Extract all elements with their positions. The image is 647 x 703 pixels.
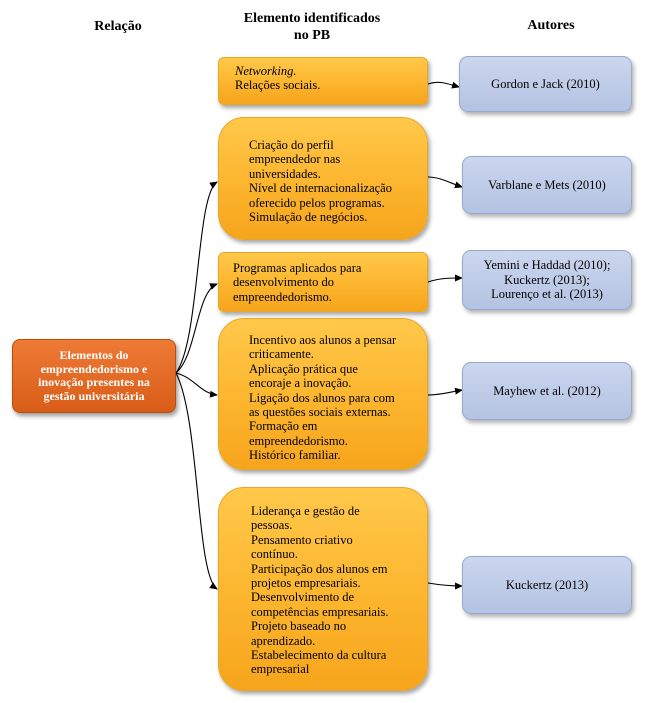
element-5-line-2: pessoas. xyxy=(251,518,293,533)
element-box-5: Liderança e gestão de pessoas. Pensament… xyxy=(218,487,428,691)
header-elemento-line-1: Elemento identificados xyxy=(243,11,381,26)
author-3-line-1: Yemini e Haddad (2010); xyxy=(483,258,611,273)
author-box-1: Gordon e Jack (2010) xyxy=(459,56,632,112)
element-5-line-1: Liderança e gestão de xyxy=(251,504,360,518)
root-box: Elementos do empreendedorismo e inovação… xyxy=(12,339,176,413)
author-2-line-1: Varblane e Mets (2010) xyxy=(488,177,606,192)
element-box-1: Networking. Relações sociais. xyxy=(218,57,428,105)
element-5-line-12: empresarial xyxy=(251,662,310,677)
element-4-line-3: Aplicação prática que xyxy=(249,361,358,376)
author-box-2: Varblane e Mets (2010) xyxy=(462,156,632,214)
author-4-line-1: Mayhew et al. (2012) xyxy=(493,383,601,398)
element-5-line-9: Projeto baseado no xyxy=(251,619,347,634)
arrow-element-5-to-author xyxy=(427,582,463,590)
element-2-line-2: empreendedor nas xyxy=(249,152,341,167)
element-5-line-4: contínuo. xyxy=(251,547,298,562)
element-5-line-10: aprendizado. xyxy=(251,633,316,648)
header-autores: Autores xyxy=(527,18,575,33)
element-5-line-5: Participação dos alunos em xyxy=(251,561,388,576)
root-line-4: gestão universitária xyxy=(43,388,145,403)
element-4-line-5: Ligação dos alunos para com xyxy=(249,390,395,405)
arrow-root-to-element-3 xyxy=(175,283,218,374)
header-elemento: Elemento identificados no PB xyxy=(222,10,402,44)
arrow-root-to-element-2 xyxy=(175,181,218,374)
element-4-line-2: criticamente. xyxy=(249,347,314,362)
element-1-line-2: Relações sociais. xyxy=(235,78,321,93)
arrow-element-1-to-author xyxy=(427,81,460,89)
author-3-line-2: Kuckertz (2013); xyxy=(504,272,590,287)
header-elemento-line-2: no PB xyxy=(293,28,331,43)
author-box-4: Mayhew et al. (2012) xyxy=(462,362,632,420)
author-3-line-3: Lourenço et al. (2013) xyxy=(491,287,603,302)
element-box-3: Programas aplicados para desenvolvimento… xyxy=(218,252,428,312)
arrow-root-to-element-5 xyxy=(175,372,218,590)
author-1-line-1: Gordon e Jack (2010) xyxy=(491,76,600,91)
element-2-line-6: Simulação de negócios. xyxy=(249,210,368,225)
element-5-line-7: Desenvolvimento de xyxy=(251,590,355,605)
arrow-element-2-to-author xyxy=(427,176,463,189)
element-5-line-11: Estabelecimento da cultura xyxy=(251,648,387,663)
element-5-line-3: Pensamento criativo xyxy=(251,532,353,547)
arrow-element-4-to-author xyxy=(427,387,463,396)
root-line-1: Elementos do xyxy=(59,348,129,362)
element-4-line-4: encoraje a inovação. xyxy=(249,376,352,391)
element-2-line-4: Nível de internacionalização xyxy=(249,181,392,196)
element-4-line-9: Histórico familiar. xyxy=(249,448,341,463)
element-3-line-1: Programas aplicados para xyxy=(233,261,362,275)
header-relacao: Relação xyxy=(94,19,142,34)
element-box-2: Criação do perfil empreendedor nas unive… xyxy=(218,117,428,240)
element-4-line-1: Incentivo aos alunos a pensar xyxy=(249,333,397,347)
arrow-root-to-element-4 xyxy=(175,372,218,398)
element-5-line-6: projetos empresariais. xyxy=(251,576,361,591)
element-2-line-5: oferecido pelos programas. xyxy=(249,195,385,210)
author-box-5: Kuckertz (2013) xyxy=(462,556,632,614)
element-3-line-3: empreendedorismo. xyxy=(233,289,332,304)
element-3-line-2: desenvolvimento do xyxy=(233,275,335,290)
element-4-line-7: Formação em xyxy=(249,419,318,434)
element-4-line-8: empreendedorismo. xyxy=(249,433,348,448)
element-2-line-3: universidades. xyxy=(249,166,321,181)
arrow-element-3-to-author xyxy=(427,274,463,283)
element-1-line-1: Networking. xyxy=(235,64,297,78)
root-line-2: empreendedorismo e xyxy=(40,361,148,376)
author-box-3: Yemini e Haddad (2010); Kuckertz (2013);… xyxy=(462,250,632,310)
root-line-3: inovação presentes na xyxy=(38,375,150,389)
element-box-4: Incentivo aos alunos a pensar criticamen… xyxy=(218,318,428,470)
element-2-line-1: Criação do perfil xyxy=(249,138,334,152)
element-5-line-8: competências empresariais. xyxy=(251,604,389,619)
author-5-line-1: Kuckertz (2013) xyxy=(505,577,589,592)
element-4-line-6: as questões sociais externas. xyxy=(249,405,391,420)
